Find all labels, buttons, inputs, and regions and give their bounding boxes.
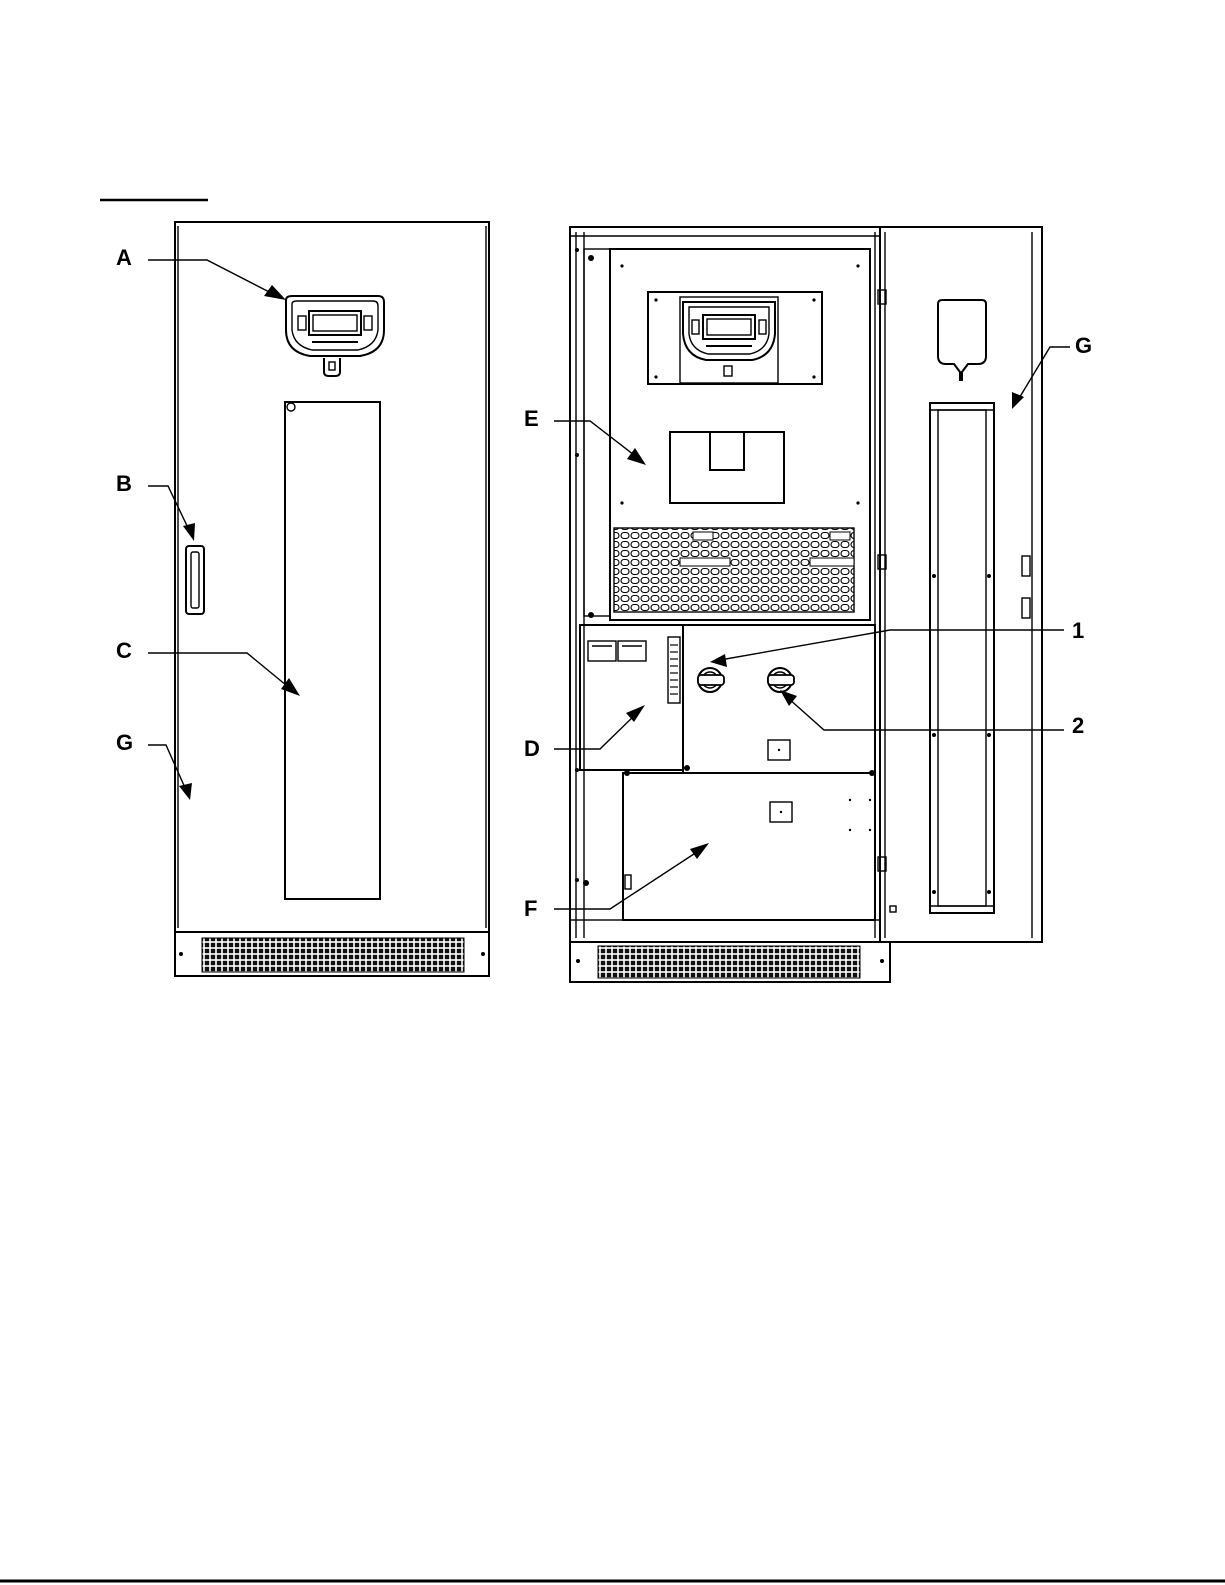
switch-panel bbox=[683, 625, 875, 773]
callout-label-E: E bbox=[524, 406, 539, 431]
open-view-cabinet bbox=[570, 227, 1042, 982]
lower-left-panel bbox=[580, 625, 683, 770]
terminal-strip bbox=[668, 637, 680, 703]
upper-module-panel bbox=[610, 249, 870, 620]
callout-label-D: D bbox=[524, 736, 540, 761]
front-base-grille bbox=[202, 938, 464, 972]
front-door bbox=[175, 222, 489, 932]
switch-2 bbox=[768, 668, 794, 692]
callout-label-1: 1 bbox=[1072, 618, 1084, 643]
callout-label-2: 2 bbox=[1072, 713, 1084, 738]
callout-label-B: B bbox=[116, 471, 132, 496]
switch-1 bbox=[698, 668, 724, 692]
open-door bbox=[880, 227, 1042, 942]
callout-label-C: C bbox=[116, 638, 132, 663]
front-view-cabinet bbox=[175, 222, 489, 976]
callout-label-G-open: G bbox=[1075, 333, 1092, 358]
callout-label-F: F bbox=[524, 896, 537, 921]
front-display-panel bbox=[286, 296, 384, 376]
front-door-handle bbox=[186, 546, 204, 614]
open-base-grille bbox=[598, 946, 860, 978]
callout-label-G-front: G bbox=[116, 730, 133, 755]
front-window-panel bbox=[285, 402, 380, 899]
callout-label-A: A bbox=[116, 245, 132, 270]
